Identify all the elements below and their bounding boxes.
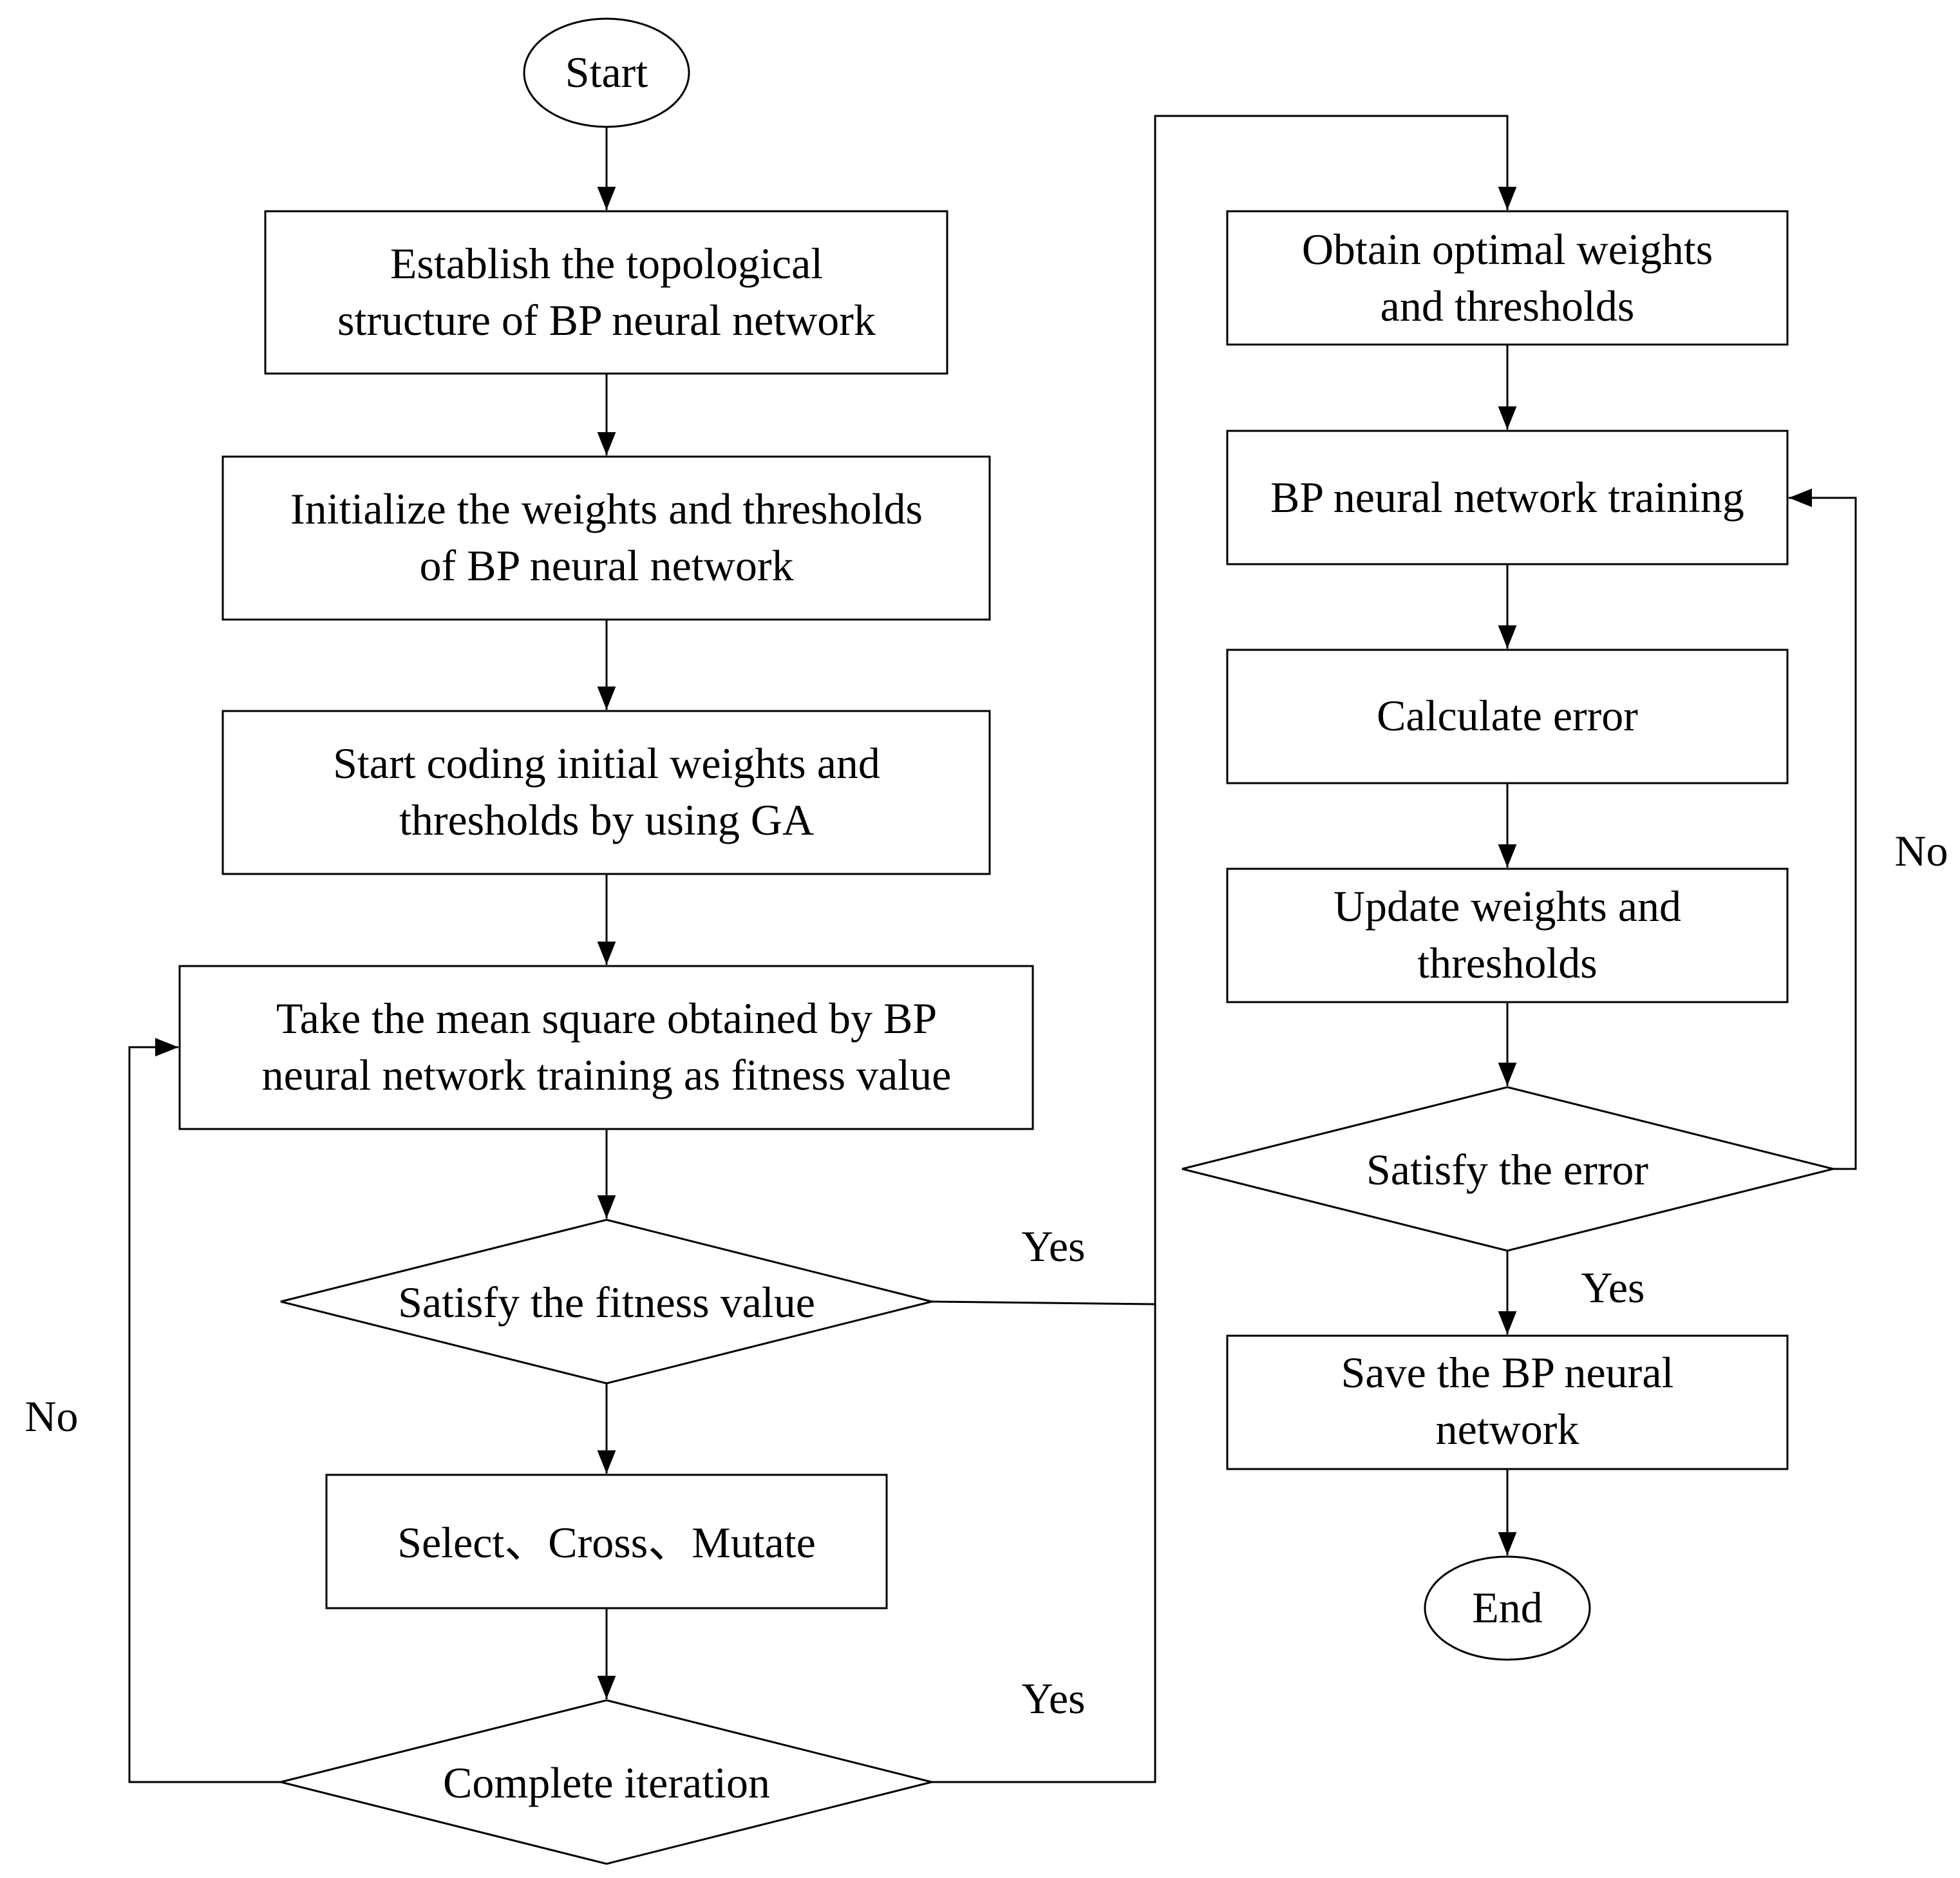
obtain-line-2: and thresholds — [1380, 281, 1635, 330]
obtain-line-1: Obtain optimal weights — [1302, 225, 1713, 274]
end-label: End — [1472, 1583, 1543, 1632]
save-line-1: Save the BP neural — [1341, 1348, 1674, 1397]
calc-error-box — [1226, 649, 1789, 784]
fitness-eval-box — [178, 965, 1034, 1130]
fitness-eval-line-1: Take the mean square obtained by BP — [276, 994, 937, 1043]
obtain-box — [1226, 210, 1789, 346]
label-yes-fitness: Yes — [1022, 1222, 1086, 1271]
establish-line-2: structure of BP neural network — [337, 296, 876, 345]
establish-box — [264, 210, 948, 375]
error-decision-label: Satisfy the error — [1366, 1145, 1648, 1194]
iteration-decision-diamond — [280, 1699, 932, 1865]
label-no-error: No — [1894, 826, 1948, 875]
loop-no-iteration — [128, 1038, 281, 1783]
start-label: Start — [565, 48, 648, 97]
coding-line-2: thresholds by using GA — [399, 795, 814, 844]
label-no-iteration: No — [24, 1392, 78, 1441]
initialize-line-1: Initialize the weights and thresholds — [290, 484, 923, 533]
calc-error-label: Calculate error — [1377, 691, 1638, 740]
line-yes-iteration — [932, 115, 1517, 1783]
save-line-2: network — [1436, 1405, 1579, 1454]
update-line-1: Update weights and — [1333, 882, 1681, 931]
update-box — [1226, 868, 1789, 1003]
loop-no-error — [1789, 488, 1857, 1170]
initialize-line-2: of BP neural network — [419, 541, 793, 590]
establish-line-1: Establish the topological — [390, 239, 823, 288]
training-box — [1226, 430, 1789, 565]
fitness-eval-line-2: neural network training as fitness value — [262, 1050, 952, 1099]
connectors — [128, 115, 1857, 1783]
save-box — [1226, 1334, 1789, 1470]
coding-line-1: Start coding initial weights and — [333, 739, 880, 788]
initialize-box — [221, 455, 991, 621]
update-line-2: thresholds — [1417, 938, 1597, 987]
coding-box — [221, 710, 991, 875]
end-terminal — [1424, 1555, 1591, 1661]
label-yes-iteration: Yes — [1022, 1674, 1086, 1723]
iteration-decision-label: Complete iteration — [443, 1758, 770, 1807]
fitness-decision-label: Satisfy the fitness value — [398, 1278, 815, 1327]
operators-box — [325, 1474, 888, 1609]
label-yes-error: Yes — [1581, 1263, 1645, 1312]
operators-label: Select、Cross、Mutate — [397, 1518, 816, 1567]
training-label: BP neural network training — [1270, 473, 1744, 522]
line-yes-fitness — [931, 1300, 1156, 1305]
